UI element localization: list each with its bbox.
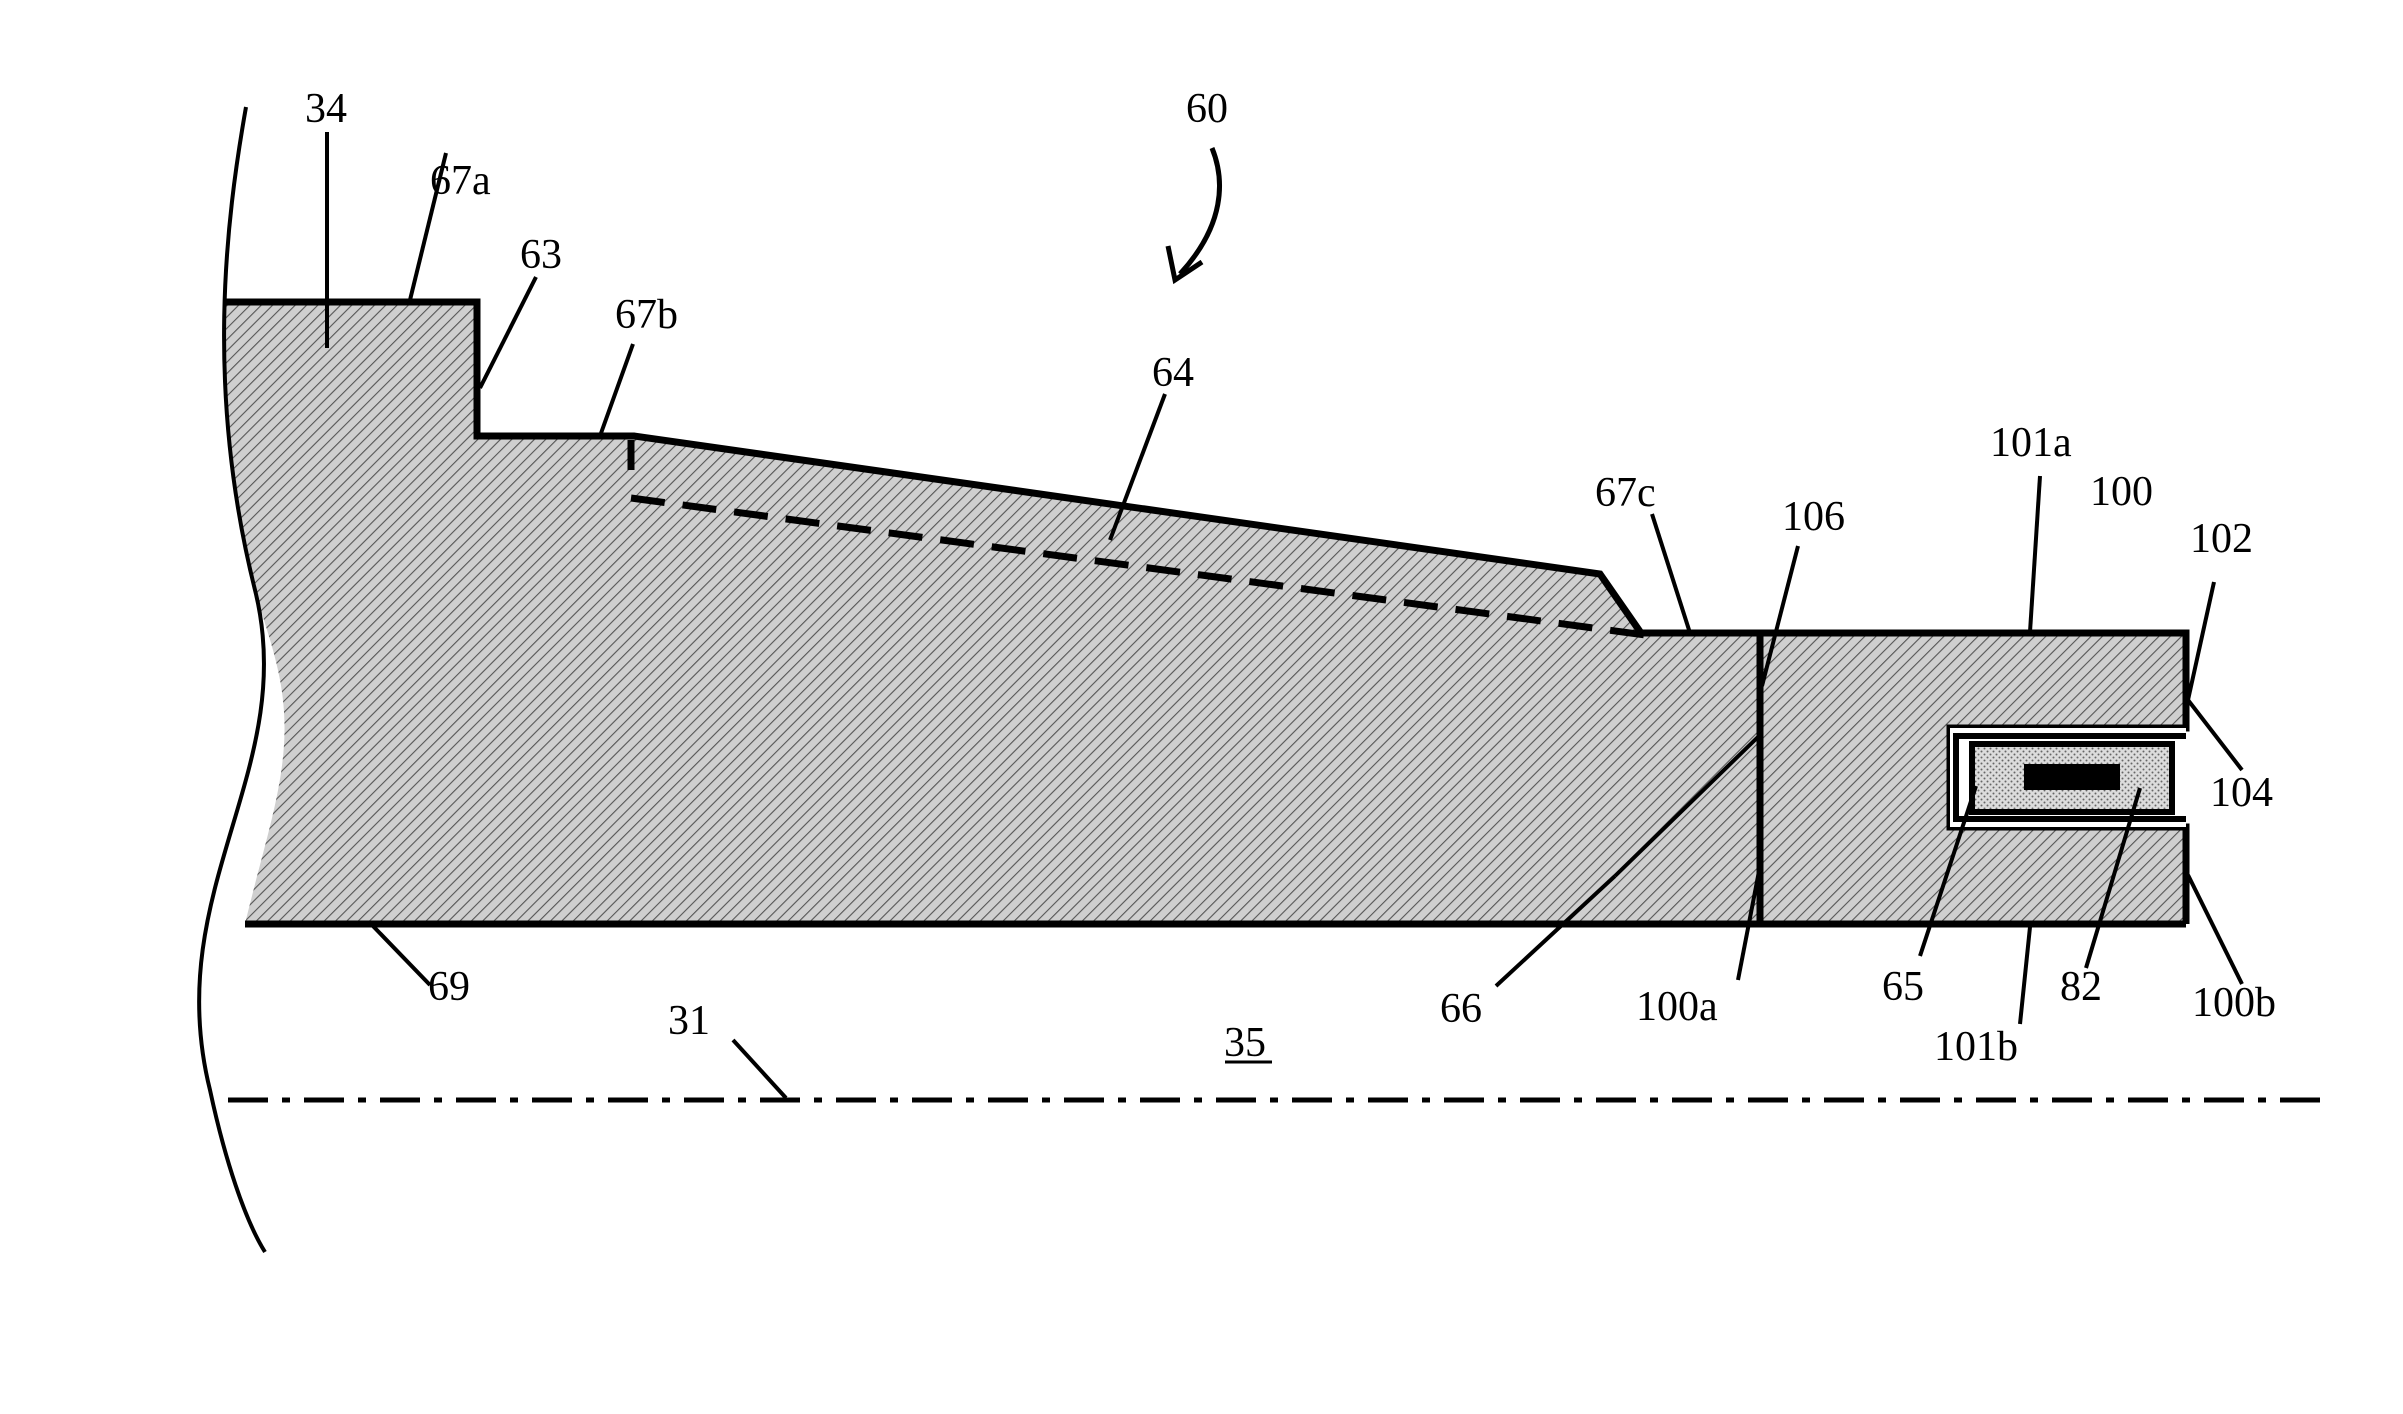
element-82-core — [2024, 764, 2120, 790]
label-67a: 67a — [430, 158, 491, 204]
label-35: 35 — [1224, 1020, 1266, 1066]
label-100b: 100b — [2192, 980, 2276, 1026]
label-67b: 67b — [615, 292, 678, 338]
label-100a: 100a — [1636, 984, 1718, 1030]
label-67c: 67c — [1595, 470, 1656, 516]
label-64: 64 — [1152, 350, 1194, 396]
left-boundary — [199, 107, 265, 1252]
label-60: 60 — [1186, 86, 1228, 132]
label-104: 104 — [2210, 770, 2273, 816]
label-101b: 101b — [1934, 1024, 2018, 1070]
main-body — [223, 302, 1760, 924]
label-100: 100 — [2090, 469, 2153, 515]
arrow-60 — [1180, 148, 1220, 274]
label-101a: 101a — [1990, 420, 2072, 466]
label-63: 63 — [520, 232, 562, 278]
label-31: 31 — [668, 998, 710, 1044]
label-69: 69 — [428, 964, 470, 1010]
label-102: 102 — [2190, 516, 2253, 562]
label-65: 65 — [1882, 964, 1924, 1010]
label-34: 34 — [305, 86, 347, 132]
label-106: 106 — [1782, 494, 1845, 540]
label-82: 82 — [2060, 964, 2102, 1010]
label-66: 66 — [1440, 986, 1482, 1032]
